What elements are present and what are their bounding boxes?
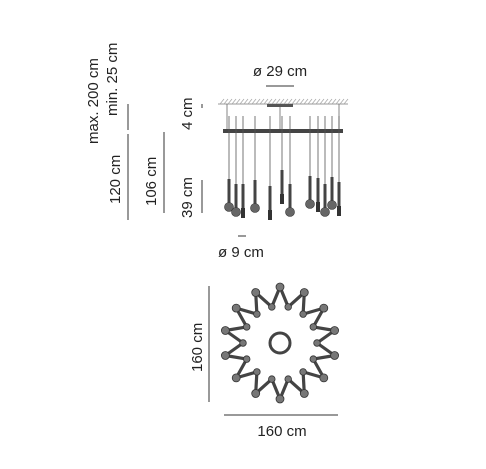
label-canopy-height: 4 cm bbox=[179, 97, 196, 130]
side-elevation: ø 29 cm 4 cm 39 cm ø 9 cm 106 cm 120 cm … bbox=[85, 43, 349, 261]
star-joint-lamp bbox=[299, 368, 307, 376]
star-joint-lamp bbox=[251, 288, 261, 297]
label-max-drop: max. 200 cm bbox=[85, 58, 102, 144]
star-joint-lamp bbox=[239, 339, 247, 347]
star-joint-lamp bbox=[242, 323, 251, 331]
star-joint-lamp bbox=[299, 288, 309, 297]
star-frame bbox=[220, 282, 340, 404]
star-joint-lamp bbox=[251, 389, 261, 398]
pendant bbox=[320, 116, 330, 217]
star-joint-lamp bbox=[330, 326, 340, 335]
label-plan-width: 160 cm bbox=[257, 423, 306, 440]
label-min-drop: min. 25 cm bbox=[104, 43, 121, 116]
ceiling-hatch bbox=[218, 98, 349, 105]
star-joint-lamp bbox=[220, 326, 230, 335]
star-joint-lamp bbox=[284, 375, 292, 383]
center-ring bbox=[268, 331, 292, 355]
pendant bbox=[285, 116, 295, 217]
pendant bbox=[224, 116, 234, 212]
star-joint-lamp bbox=[268, 375, 276, 383]
pendant bbox=[241, 116, 245, 218]
star-joint-lamp bbox=[253, 368, 261, 376]
label-total-height: 120 cm bbox=[107, 155, 124, 204]
label-pendant-length: 39 cm bbox=[179, 177, 196, 218]
star-joint-lamp bbox=[309, 355, 317, 363]
suspension-wires bbox=[226, 104, 340, 130]
pendant bbox=[280, 116, 284, 204]
star-joint-lamp bbox=[299, 389, 309, 398]
star-joint-lamp bbox=[313, 339, 321, 347]
star-joint-lamp bbox=[319, 373, 329, 383]
star-joint-lamp bbox=[330, 351, 340, 360]
star-joint-lamp bbox=[319, 303, 329, 313]
plan-view: 160 cm 160 cm bbox=[189, 282, 340, 440]
star-joint-lamp bbox=[220, 351, 230, 360]
star-joint-lamp bbox=[231, 303, 241, 313]
star-joint-lamp bbox=[268, 303, 276, 311]
star-joint-lamp bbox=[284, 303, 292, 311]
label-body-height: 106 cm bbox=[143, 157, 160, 206]
pendant bbox=[231, 116, 241, 217]
star-joint-lamp bbox=[253, 310, 261, 318]
pendant bbox=[268, 116, 272, 220]
label-plate-diameter: ø 29 cm bbox=[253, 63, 307, 80]
star-joint-lamp bbox=[242, 355, 251, 363]
star-joint-lamp bbox=[309, 323, 317, 331]
pendant bbox=[316, 116, 320, 212]
ceiling-canopy bbox=[267, 104, 293, 107]
pendant bbox=[305, 116, 315, 209]
star-joint-lamp bbox=[299, 310, 307, 318]
pendant bbox=[327, 116, 337, 210]
star-joint-lamp bbox=[275, 282, 285, 292]
star-joint-lamp bbox=[231, 373, 241, 383]
pendants-group bbox=[224, 116, 341, 220]
star-joint-lamp bbox=[275, 394, 285, 404]
frame-bar bbox=[223, 129, 343, 133]
pendant bbox=[337, 116, 341, 216]
label-plan-depth: 160 cm bbox=[189, 323, 206, 372]
label-pendant-diameter: ø 9 cm bbox=[218, 244, 264, 261]
pendant bbox=[250, 116, 260, 213]
